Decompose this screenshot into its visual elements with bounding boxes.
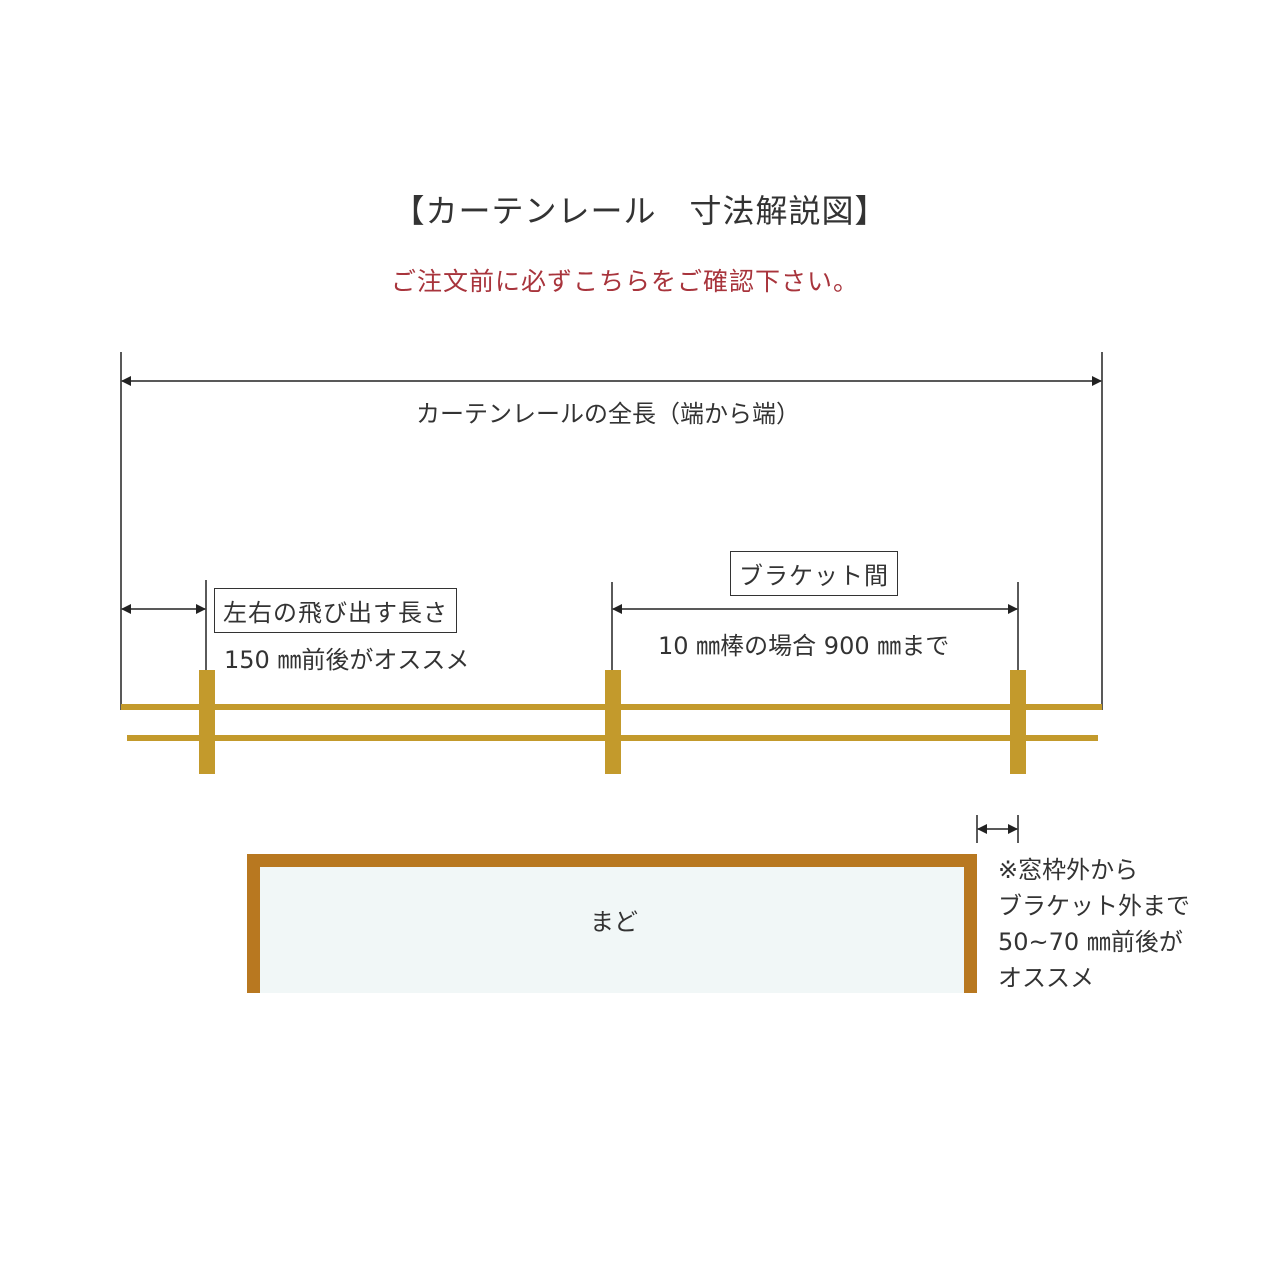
overhang-label-box: 左右の飛び出す長さ xyxy=(214,588,457,633)
bracket-spacing-limit: 10 ㎜棒の場合 900 ㎜まで xyxy=(658,632,950,660)
window-label: まど xyxy=(590,908,638,936)
window-clearance-note: ※窓枠外から ブラケット外まで 50~70 ㎜前後が オススメ xyxy=(998,852,1190,996)
total-length-label: カーテンレールの全長（端から端） xyxy=(416,400,800,428)
total-length-dimension xyxy=(120,352,1103,710)
bracket-spacing-dimension xyxy=(611,582,1019,672)
window xyxy=(247,854,977,993)
bracket-spacing-label-box: ブラケット間 xyxy=(730,551,898,596)
overhang-dimension xyxy=(121,580,207,672)
order-notice: ご注文前に必ずこちらをご確認下さい。 xyxy=(390,267,859,296)
curtain-rail xyxy=(121,670,1102,774)
note-line: オススメ xyxy=(998,964,1094,992)
overhang-recommendation: 150 ㎜前後がオススメ xyxy=(224,646,470,674)
bracket-middle xyxy=(605,670,621,774)
window-glass xyxy=(260,866,965,993)
note-line: ※窓枠外から xyxy=(998,856,1139,884)
diagram-title: 【カーテンレール 寸法解説図】 xyxy=(392,192,888,230)
note-line: 50~70 ㎜前後が xyxy=(998,928,1183,956)
bracket-right xyxy=(1010,670,1026,774)
bracket-left xyxy=(199,670,215,774)
window-clearance-dimension xyxy=(976,815,1019,843)
note-line: ブラケット外まで xyxy=(998,892,1190,920)
